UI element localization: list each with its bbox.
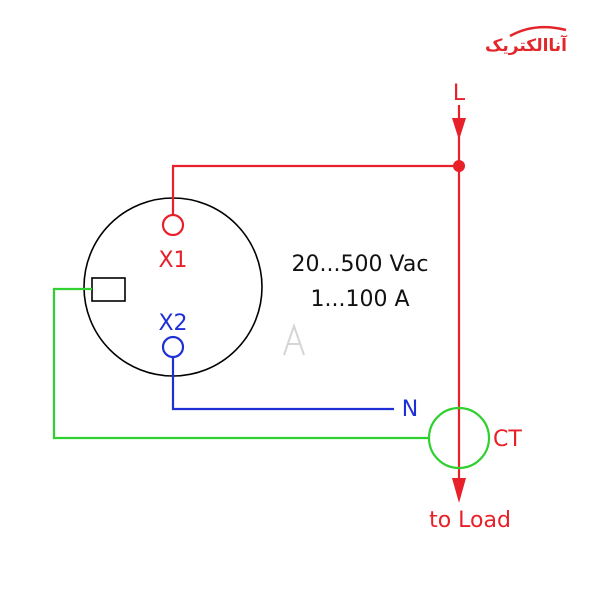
label-to-load: to Load xyxy=(429,508,511,533)
current-transformer-ring xyxy=(427,406,491,470)
label-current-range: 1...100 A xyxy=(310,287,409,312)
brand-logo: آناالکتریک xyxy=(485,25,568,56)
label-x2: X2 xyxy=(158,311,187,336)
load-arrow xyxy=(452,478,466,503)
label-line: L xyxy=(453,81,466,106)
label-x1: X1 xyxy=(158,248,187,273)
ct-wire xyxy=(52,287,428,440)
label-ct: CT xyxy=(493,427,522,452)
logo-text: آناالکتریک xyxy=(485,34,568,56)
label-neutral: N xyxy=(402,397,418,422)
watermark xyxy=(283,322,305,356)
terminal-x1 xyxy=(161,213,185,237)
logo-swoosh xyxy=(509,25,567,38)
neutral-wire xyxy=(171,357,394,411)
line-arrow-in xyxy=(452,118,466,140)
watermark-mark xyxy=(283,322,305,356)
terminal-x2 xyxy=(161,335,185,359)
ct-input-socket xyxy=(91,277,126,302)
line-wire-to-x1 xyxy=(171,164,459,214)
label-voltage-range: 20...500 Vac xyxy=(292,252,429,277)
